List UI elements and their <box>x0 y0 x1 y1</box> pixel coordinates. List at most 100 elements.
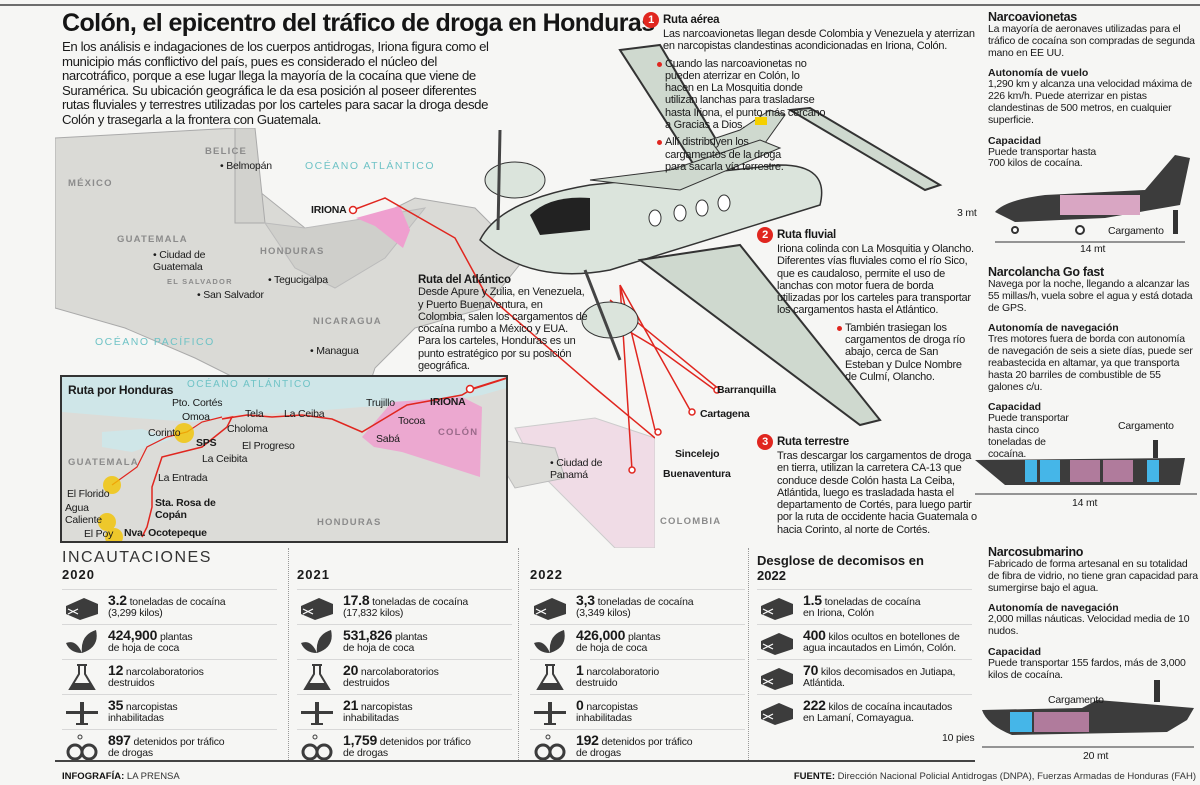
panel-text: La mayoría de aeronaves utilizadas para … <box>988 23 1195 59</box>
credit-label: INFOGRAFÍA: <box>62 771 125 782</box>
inset-place: Trujillo <box>366 397 395 409</box>
handcuffs-icon <box>534 734 566 761</box>
seizure-sublabel: inhabilitadas <box>343 712 399 724</box>
seizure-value: 1.5 <box>803 591 822 608</box>
inset-colon: COLÓN <box>438 427 479 438</box>
seizure-value: 531,826 <box>343 626 393 643</box>
cocaine-brick-icon <box>761 633 793 655</box>
seizure-label: narcolaboratorio <box>586 665 659 678</box>
route-title: Ruta fluvial <box>777 228 836 241</box>
label-nicaragua: NICARAGUA <box>313 316 382 327</box>
source-value: Dirección Nacional Policial Antidrogas (… <box>837 771 1196 782</box>
source-label: FUENTE: <box>793 771 836 782</box>
column-heading: Desglose de decomisos en 2022 <box>757 553 924 583</box>
seizure-row: 3,3 toneladas de cocaína(3,349 kilos) <box>530 589 745 624</box>
inset-place: IRIONA <box>430 396 466 408</box>
panel-title: Narcosubmarino <box>988 545 1084 559</box>
city-san-salvador: • San Salvador <box>197 289 264 301</box>
inset-place: Choloma <box>227 423 268 435</box>
seizure-label: narcopistas <box>360 700 413 713</box>
panel-text: Puede transportar 155 fardos, más de 3,0… <box>988 656 1186 681</box>
inset-place: Pto. Cortés <box>172 397 223 409</box>
seizure-sublabel: agua incautados en Limón, Colón. <box>803 642 956 654</box>
cocaine-brick-icon <box>301 598 333 620</box>
atlantico-text: Desde Apure y Zulia, en Venezuela, y Pue… <box>418 286 588 373</box>
inset-place: Nva. Ocotepeque <box>124 527 207 539</box>
label-honduras: HONDURAS <box>260 246 325 257</box>
city-managua: • Managua <box>310 345 359 357</box>
route-bullet: Allí distribuyen los cargamentos de la d… <box>657 136 797 173</box>
inset-map-shapes <box>62 377 506 541</box>
seizure-sublabel: (17,832 kilos) <box>343 607 404 619</box>
inset-sea: OCÉANO ATLÁNTICO <box>187 379 312 390</box>
seizure-label: narcopistas <box>586 700 638 713</box>
seizure-label: kilos decomisados en Jutiapa, <box>820 665 956 678</box>
seizure-sublabel: destruidos <box>343 677 390 689</box>
city-name: San Salvador <box>203 289 264 301</box>
source: FUENTE: Dirección Nacional Policial Anti… <box>794 771 1196 782</box>
inset-place: El Poy <box>84 528 114 540</box>
seizure-label: toneladas de cocaína <box>129 595 226 608</box>
seizure-label: narcolaboratorios <box>125 665 204 678</box>
seizure-value: 424,900 <box>108 626 158 643</box>
seizure-value: 3,3 <box>576 591 595 608</box>
label-mexico: MÉXICO <box>68 178 113 189</box>
panel-subtitle: Capacidad <box>988 401 1042 414</box>
narcolancha-diagram <box>975 440 1197 495</box>
narcoavioneta-length: 14 mt <box>1080 243 1106 255</box>
narcosubmarino-diagram <box>982 680 1194 748</box>
seizures-column-3: Desglose de decomisos en 2022 1.5 tonelad… <box>757 553 972 729</box>
inset-place: El Florido <box>67 488 110 500</box>
narcoavioneta-panel: Narcoavionetas La mayoría de aeronaves u… <box>988 10 1198 170</box>
seizure-text: 17.8 toneladas de cocaína(17,832 kilos) <box>343 591 468 620</box>
seizure-label: narcolaboratorios <box>360 665 439 678</box>
panel-subtitle: Capacidad <box>988 134 1042 147</box>
venezuela-flag-icon <box>755 117 767 125</box>
atlantico-title: Ruta del Atlántico <box>418 274 511 286</box>
seizure-value: 426,000 <box>576 626 626 643</box>
intro-text: En los análisis e indagaciones de los cu… <box>62 39 489 127</box>
route-title: Ruta terrestre <box>777 435 849 448</box>
column-divider <box>518 548 519 760</box>
city-belmopan: • Belmopán <box>220 160 272 172</box>
city-name: Tegucigalpa <box>274 274 328 286</box>
label-colombia: COLOMBIA <box>660 516 722 527</box>
seizure-sublabel: inhabilitadas <box>576 712 632 724</box>
panel-text: Tres motores fuera de borda con autonomí… <box>988 333 1193 393</box>
seizure-sublabel: de drogas <box>108 747 153 759</box>
dest-sincelejo: Sincelejo <box>675 448 720 460</box>
panel-text: Puede transportar hasta cinco toneladas … <box>988 412 1069 460</box>
route-fluvial: 2 Ruta fluvial Iriona colinda con La Mosq… <box>757 227 977 383</box>
seizure-label: detenidos por tráfico <box>601 735 693 748</box>
seizure-value: 3.2 <box>108 591 127 608</box>
seizure-row: 3.2 toneladas de cocaína(3,299 kilos) <box>62 589 277 624</box>
seizure-sublabel: (3,349 kilos) <box>576 607 631 619</box>
inset-map: Ruta por Honduras OCÉANO ATLÁNTICO GUATE… <box>60 375 508 543</box>
incautaciones-title: INCAUTACIONES <box>62 549 212 566</box>
flask-icon <box>68 664 96 690</box>
inset-place: La Ceibita <box>202 453 248 465</box>
seizure-value: 17.8 <box>343 591 370 608</box>
panel-text: 2,000 millas náuticas. Velocidad media d… <box>988 613 1190 638</box>
seizure-value: 0 <box>576 696 584 713</box>
flask-icon <box>536 664 564 690</box>
route-number-badge: 2 <box>757 227 773 243</box>
seizure-label: toneladas de cocaína <box>824 595 921 608</box>
route-text: Iriona colinda con La Mosquitia y Olanch… <box>777 243 974 317</box>
seizure-sublabel: en Lamaní, Comayagua. <box>803 712 914 724</box>
